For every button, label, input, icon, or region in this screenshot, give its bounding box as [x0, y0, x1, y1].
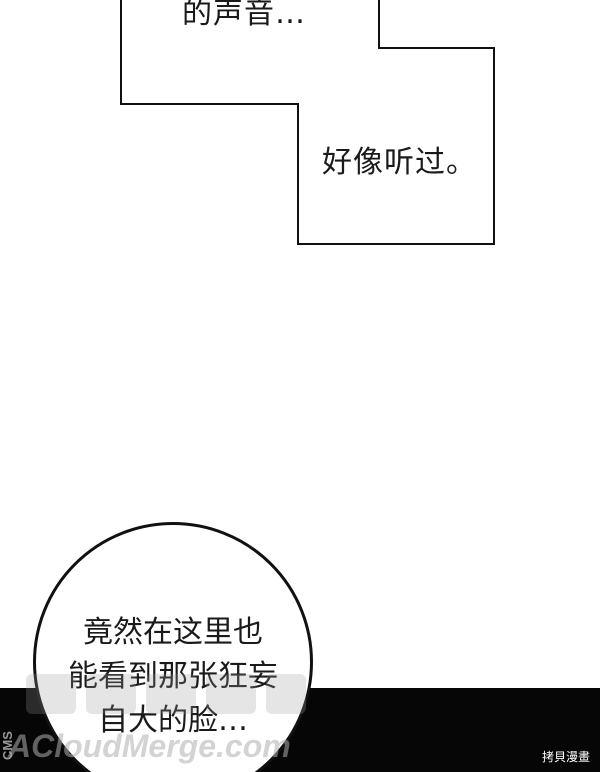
speech-line-2: 好像听过。	[322, 145, 477, 180]
stepped-speech-box	[120, 0, 495, 245]
corner-source-label: 拷貝漫畫	[541, 750, 590, 764]
bubble-line-2: 能看到那张狂妄	[33, 657, 313, 697]
bottom-watermark: ACloudMerge.com	[8, 728, 291, 764]
round-speech-bubble	[33, 522, 313, 772]
speech-line-1: 的声音…	[182, 0, 306, 31]
bubble-line-3: 自大的脸…	[98, 703, 248, 738]
watermark-ghost-glyphs	[26, 674, 306, 714]
bubble-line-1: 竟然在这里也	[83, 615, 263, 650]
